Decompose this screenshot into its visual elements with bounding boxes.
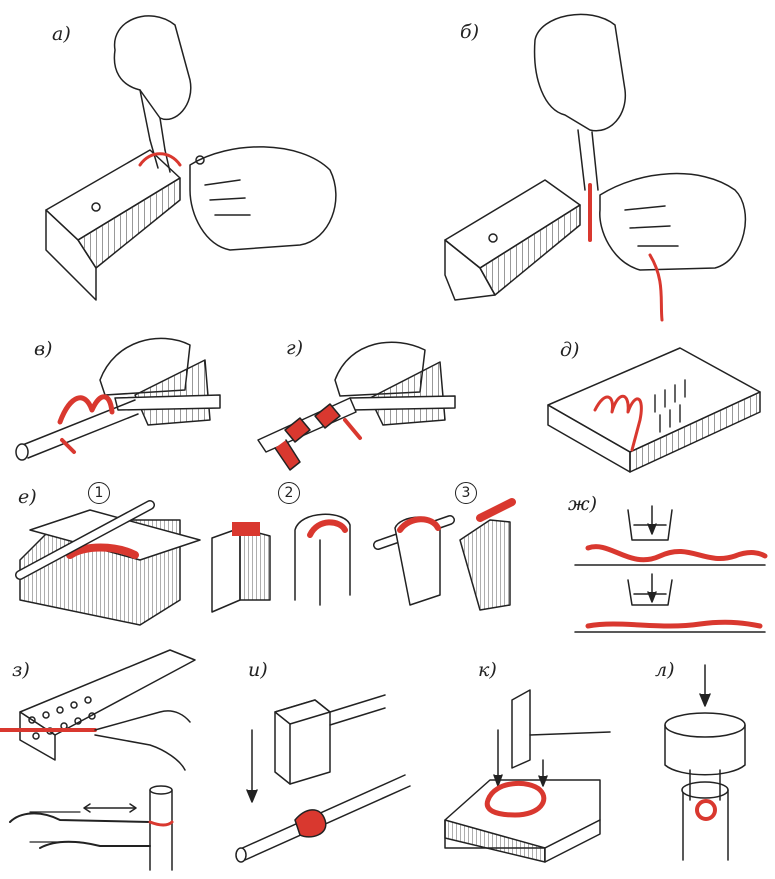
panel-d-illustration — [547, 347, 761, 473]
label-v: в) — [34, 338, 52, 360]
panel-v-illustration — [15, 337, 221, 461]
label-z: з) — [12, 659, 30, 681]
panel-a-illustration — [45, 15, 337, 301]
label-b: б) — [460, 21, 479, 43]
panel-g-illustration — [257, 341, 456, 471]
panel-k-illustration — [444, 689, 611, 863]
step-marker-3: 3 — [455, 482, 477, 504]
label-k: к) — [478, 659, 497, 681]
panel-i-illustration — [235, 694, 411, 863]
label-l: л) — [655, 659, 675, 681]
step-marker-1: 1 — [88, 482, 110, 504]
panel-z-illustration — [0, 649, 196, 871]
step-marker-2: 2 — [278, 482, 300, 504]
panel-e-step1 — [15, 500, 201, 626]
panel-zh-illustration — [574, 505, 768, 633]
label-a: а) — [52, 23, 71, 45]
label-e: е) — [18, 486, 37, 508]
panel-e-step3 — [373, 498, 516, 611]
panel-e-step2 — [211, 513, 351, 613]
label-d: д) — [560, 339, 579, 361]
label-zh: ж) — [568, 493, 597, 515]
label-g: г) — [286, 337, 303, 359]
label-i: и) — [248, 659, 268, 681]
panel-l-illustration — [664, 664, 746, 861]
panel-b-illustration — [444, 13, 747, 322]
